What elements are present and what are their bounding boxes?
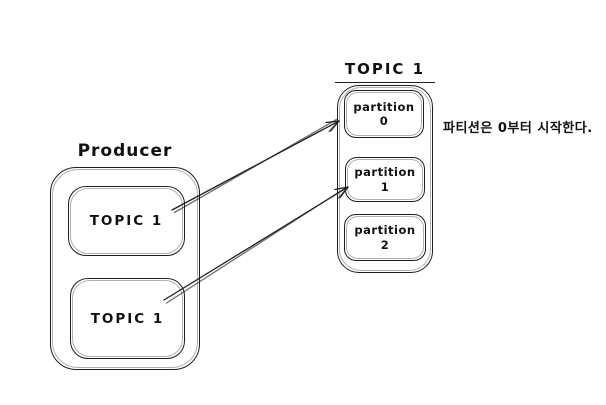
partition-0-word: partition [353,99,415,114]
partition-1-number: 1 [380,179,390,194]
partition-0-box: partition 0 [344,90,424,138]
partition-2-box: partition 2 [344,214,426,261]
partition-0-number: 0 [379,114,389,128]
producer-topic-2-box: TOPIC 1 [70,278,185,359]
partition-1-label: partition 1 [346,158,424,201]
partition-0-label: partition 0 [345,91,423,137]
producer-label: Producer [77,141,173,161]
partition-2-word: partition [354,223,416,238]
annotation-text: 파티션은 0부터 시작한다. [443,121,593,136]
producer-topic-1-label: TOPIC 1 [89,213,164,229]
partition-2-label: partition 2 [345,215,425,260]
topic-group-title: TOPIC 1 [335,60,435,83]
producer-topic-2-label: TOPIC 1 [90,310,165,327]
partition-1-word: partition [354,165,416,180]
producer-box [50,167,200,370]
topic-group-box [337,85,433,273]
partition-2-number: 2 [380,237,390,252]
partition-1-box: partition 1 [345,157,425,202]
producer-topic-1-box: TOPIC 1 [68,186,185,256]
